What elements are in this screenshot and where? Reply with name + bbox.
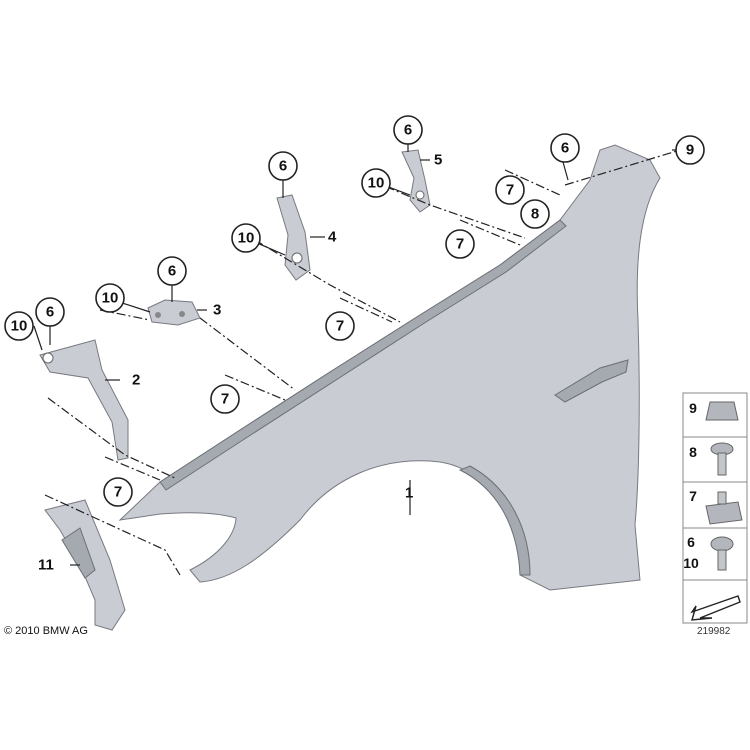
- legend-row-6-10: 6 10: [683, 534, 734, 571]
- callout-label: 6: [279, 158, 287, 175]
- callout-label: 6: [168, 263, 176, 280]
- clip-nut-icon: [705, 501, 743, 525]
- callout-6-b: 6: [157, 256, 187, 286]
- legend-number: 9: [689, 400, 697, 416]
- legend-number: 6: [687, 534, 695, 550]
- legend-number: 7: [689, 488, 697, 504]
- part-label-11: 11: [38, 557, 54, 574]
- callout-label: 9: [686, 142, 694, 159]
- legend-number: 10: [683, 555, 699, 571]
- callout-7-a: 7: [495, 175, 525, 205]
- diagram-number: 219982: [697, 626, 731, 637]
- callout-7-b: 7: [445, 229, 475, 259]
- speed-nut-icon: [705, 401, 739, 421]
- callout-10-d: 10: [361, 168, 391, 198]
- callout-label: 10: [102, 290, 119, 307]
- callout-label: 10: [11, 318, 28, 335]
- part-label-3: 3: [213, 302, 221, 319]
- bracket-part-2: [39, 339, 129, 461]
- front-fender-part: [118, 144, 661, 591]
- callout-label: 7: [456, 236, 464, 253]
- bracket-part-3: [147, 299, 201, 326]
- callout-7-c: 7: [325, 311, 355, 341]
- legend-arrow: [690, 595, 741, 621]
- callout-6-d: 6: [393, 115, 423, 145]
- callout-10-a: 10: [4, 311, 34, 341]
- callout-9: 9: [675, 135, 705, 165]
- callout-6-a: 6: [35, 297, 65, 327]
- callout-label: 6: [404, 122, 412, 139]
- hex-bolt-icon: [710, 536, 734, 552]
- fastener-legend: 9 8 7 6 10: [682, 392, 748, 624]
- callout-label: 7: [336, 318, 344, 335]
- callout-10-c: 10: [231, 223, 261, 253]
- callout-label: 7: [114, 484, 122, 501]
- arrow-icon: [690, 595, 741, 621]
- callout-label: 10: [368, 175, 385, 192]
- callout-label: 7: [221, 391, 229, 408]
- trim-part-11: [44, 499, 126, 631]
- callout-7-d: 7: [210, 384, 240, 414]
- callout-6-c: 6: [268, 151, 298, 181]
- callout-6-e: 6: [550, 133, 580, 163]
- part-label-2: 2: [132, 372, 140, 389]
- callout-label: 7: [506, 182, 514, 199]
- callout-label: 10: [238, 230, 255, 247]
- legend-row-9: 9: [689, 400, 739, 421]
- callout-label: 6: [561, 140, 569, 157]
- part-label-4: 4: [328, 229, 337, 246]
- copyright-text: © 2010 BMW AG: [4, 625, 88, 637]
- legend-number: 8: [689, 444, 697, 460]
- callout-10-b: 10: [95, 283, 125, 313]
- callout-label: 8: [531, 206, 539, 223]
- callout-8: 8: [520, 199, 550, 229]
- part-label-1: 1: [405, 485, 413, 502]
- callout-label: 6: [46, 304, 54, 321]
- legend-row-7: 7: [689, 488, 743, 525]
- screw-shank-icon: [717, 452, 727, 476]
- bracket-part-4: [276, 194, 311, 281]
- callout-7-e: 7: [103, 477, 133, 507]
- bracket-part-5: [401, 149, 431, 213]
- assembly-lines: [44, 149, 681, 576]
- part-label-5: 5: [434, 152, 442, 169]
- legend-row-8: 8: [689, 442, 734, 476]
